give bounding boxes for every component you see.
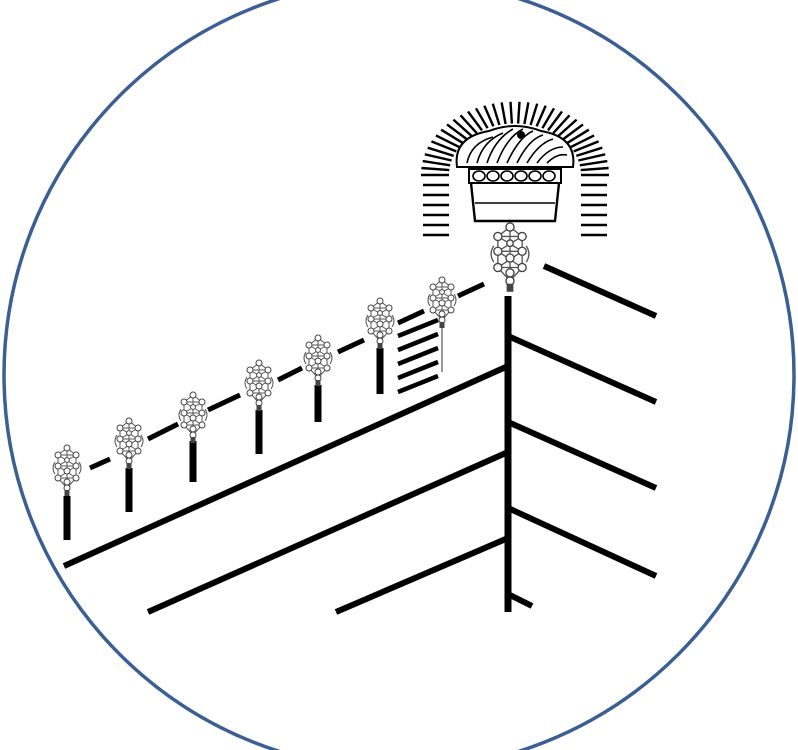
ray-line — [579, 159, 608, 167]
ray-line — [557, 118, 578, 137]
ray-line — [421, 166, 450, 172]
pillar — [303, 334, 333, 422]
pillar — [178, 391, 208, 482]
ray-line — [509, 101, 514, 124]
ray-line — [516, 101, 521, 124]
ray-line — [427, 146, 455, 158]
ray-line — [552, 114, 571, 134]
ray-line — [491, 103, 501, 126]
stacked-short-lines — [397, 317, 439, 395]
ray-line — [424, 153, 452, 162]
ray-line — [452, 118, 473, 137]
ray-line — [580, 166, 609, 172]
ray-line — [529, 103, 539, 126]
ray-line — [547, 110, 563, 132]
pillar-group — [52, 222, 530, 540]
ray-line — [422, 159, 451, 167]
ray-line — [474, 107, 489, 129]
ray-line — [467, 110, 483, 132]
ray-line — [430, 140, 457, 153]
radiating-lines-icon — [421, 101, 609, 237]
ray-line — [573, 140, 600, 153]
pillar — [244, 359, 274, 454]
ray-line — [446, 123, 468, 141]
ray-line — [566, 128, 590, 145]
dashed-upper-rail — [88, 281, 486, 471]
ray-line — [435, 134, 461, 149]
pillar — [427, 276, 457, 372]
ray-line — [500, 102, 507, 125]
ray-line — [562, 123, 584, 141]
left-roof-lines — [62, 363, 510, 615]
ray-line — [440, 128, 464, 145]
ray-line — [541, 107, 556, 129]
pillar — [114, 417, 144, 512]
ray-line — [523, 102, 530, 125]
ray-line — [535, 105, 547, 127]
ray-line — [578, 153, 606, 162]
ray-line — [459, 114, 478, 134]
ray-line — [575, 146, 603, 158]
crown-icon — [421, 101, 609, 237]
pillar — [52, 444, 82, 540]
ray-line — [569, 134, 595, 149]
pillar — [365, 297, 395, 394]
ray-line — [483, 105, 495, 127]
right-roof-lines — [506, 263, 658, 609]
